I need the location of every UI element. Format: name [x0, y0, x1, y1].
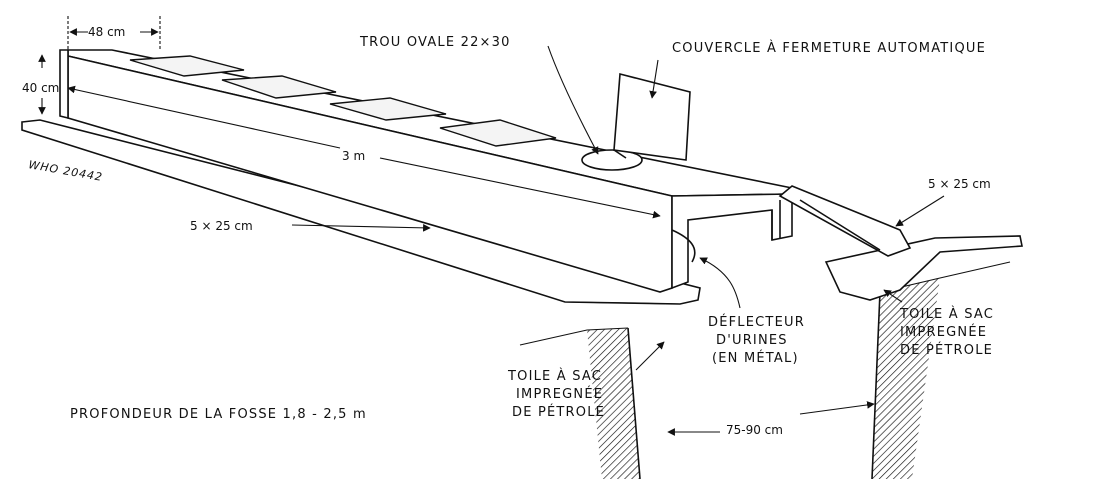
deflector-label-line1: DÉFLECTEUR — [708, 314, 805, 330]
canvas-left-line2: IMPREGNÉE — [516, 386, 603, 402]
front-support-beam — [21, 119, 701, 305]
seat-plates — [129, 55, 557, 147]
leader-arrows — [291, 45, 945, 371]
length-label: 3 m — [342, 149, 365, 163]
height-side-label: 40 cm — [22, 81, 59, 95]
diagonal-brace — [778, 185, 912, 257]
oval-hole — [581, 149, 643, 171]
pit-wall-right — [871, 261, 1011, 479]
canvas-right-line1: TOILE À SAC — [899, 306, 994, 322]
width-top-label: 48 cm — [88, 25, 125, 39]
dimension-lines — [38, 16, 875, 436]
pit-wall-left — [519, 327, 641, 479]
pit-depth-label: PROFONDEUR DE LA FOSSE 1,8 - 2,5 m — [70, 407, 367, 422]
canvas-right-line2: IMPREGNÉE — [900, 324, 987, 340]
rear-support-beam — [824, 235, 1023, 301]
urine-deflector — [671, 229, 696, 263]
deflector-label-line3: (EN MÉTAL) — [712, 350, 799, 366]
canvas-left-line1: TOILE À SAC — [507, 368, 602, 384]
deflector-label-line2: D'URINES — [716, 333, 788, 348]
beam-right-label: 5 × 25 cm — [928, 177, 991, 191]
canvas-right-line3: DE PÉTROLE — [900, 342, 993, 358]
canvas-left-line3: DE PÉTROLE — [512, 404, 605, 420]
reference-code: WHO 20442 — [27, 158, 103, 184]
hole-label: TROU OVALE 22×30 — [359, 35, 511, 50]
lid-label: COUVERCLE À FERMETURE AUTOMATIQUE — [672, 40, 986, 56]
beam-left-label: 5 × 25 cm — [190, 219, 253, 233]
self-closing-lid — [613, 72, 691, 161]
pit-width-label: 75-90 cm — [726, 423, 783, 437]
